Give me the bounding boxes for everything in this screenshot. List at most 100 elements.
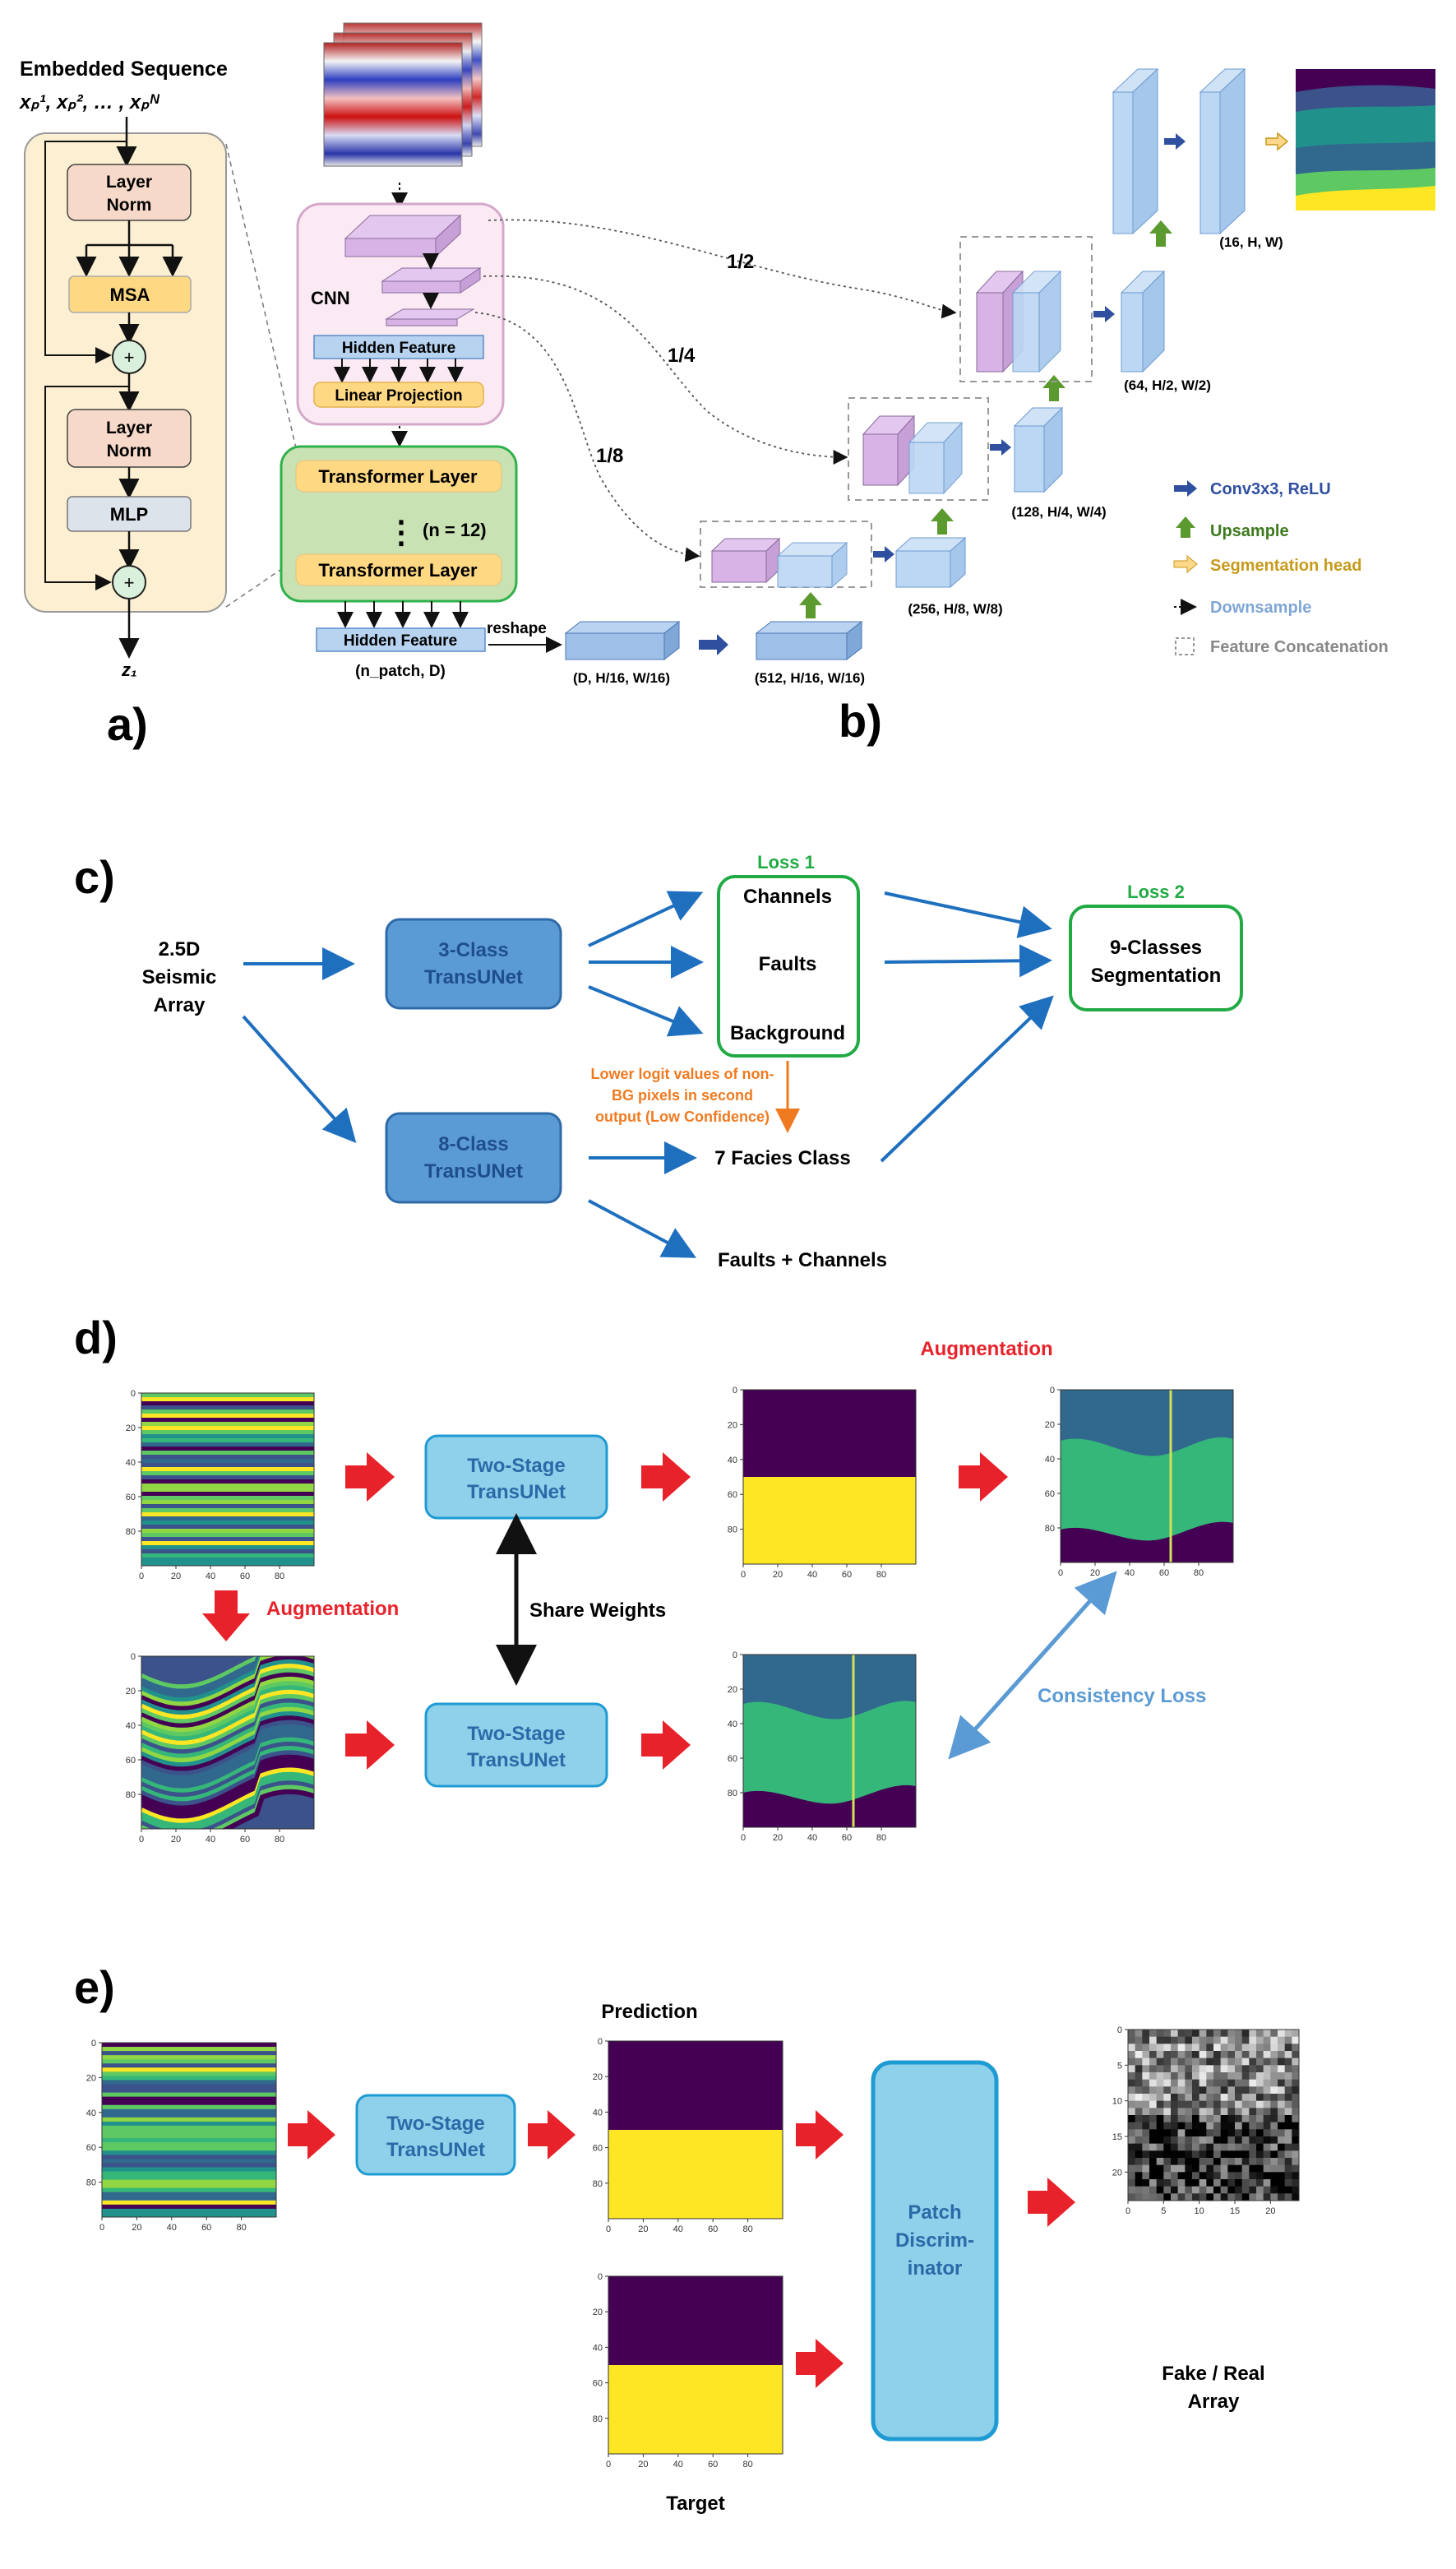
panel-label-c: c) (74, 851, 115, 903)
y-tick-label: 60 (593, 2379, 603, 2389)
y-tick-label: 20 (593, 2072, 603, 2082)
x-tick-label: 20 (1265, 2206, 1275, 2216)
two-stage-transunet-top (424, 1434, 608, 1520)
x-tick-label: 60 (842, 1833, 852, 1843)
layer-norm-1-label-2: Norm (107, 196, 152, 215)
x-tick-label: 20 (638, 2224, 648, 2234)
y-tick-label: 80 (126, 1527, 136, 1537)
x-tick-label: 20 (773, 1570, 783, 1580)
x-tick-label: 0 (99, 2223, 104, 2233)
panel-label-b: b) (839, 695, 882, 747)
x-tick-label: 15 (1230, 2206, 1240, 2216)
x-tick-label: 40 (1125, 1568, 1135, 1578)
y-tick-label: 0 (1050, 1386, 1055, 1396)
concat-1-4-blocks (862, 414, 964, 495)
layer-norm-2-label-2: Norm (107, 442, 152, 461)
skip-label-1-2: 1/2 (727, 251, 754, 273)
conv-arrow-5 (1164, 133, 1186, 150)
patch-discriminator-box (871, 2060, 999, 2442)
x-tick-label: 0 (606, 2460, 611, 2469)
decoder-block-16-b (1199, 67, 1246, 235)
prediction-label: Prediction (601, 2001, 697, 2023)
transformer-layer-top-label: Transformer Layer (318, 466, 478, 487)
shape-512-label: (512, H/16, W/16) (755, 670, 865, 686)
x-tick-label: 0 (1058, 1568, 1063, 1578)
shape-16-label: (16, H, W) (1219, 234, 1283, 250)
y-tick-label: 20 (728, 1685, 737, 1695)
x-tick-label: 60 (240, 1835, 250, 1845)
x-tick-label: 10 (1195, 2206, 1204, 2216)
y-tick-label: 0 (91, 2039, 96, 2048)
x-tick-label: 80 (1194, 1568, 1204, 1578)
legend-seghead-label: Segmentation head (1210, 557, 1361, 575)
legend-concat-label: Feature Concatenation (1210, 638, 1389, 656)
y-tick-label: 0 (733, 1386, 737, 1396)
legend-conv-icon (1174, 480, 1197, 497)
transformer-layer-bottom-label: Transformer Layer (318, 560, 478, 581)
shape-128-label: (128, H/4, W/4) (1011, 504, 1106, 520)
note-line-2: BG pixels in second (612, 1087, 753, 1104)
panel-label-a: a) (107, 698, 148, 750)
residual-add-2-label: + (124, 572, 135, 593)
y-tick-label: 40 (126, 1721, 136, 1731)
cnn-hidden-feature-label: Hidden Feature (342, 340, 455, 357)
linear-projection-label: Linear Projection (335, 387, 462, 405)
segmentation-output-image (1296, 69, 1435, 211)
x-tick-label: 80 (742, 2224, 752, 2234)
y-tick-label: 40 (1045, 1455, 1055, 1465)
transformer-layer-bottom-box (295, 553, 502, 586)
three-class-transunet-box (385, 918, 562, 1010)
x-tick-label: 80 (876, 1833, 886, 1843)
legend-upsample-icon (1176, 516, 1195, 538)
y-tick-label: 20 (86, 2073, 96, 2083)
transformer-layer-top-box (295, 460, 502, 493)
y-tick-label: 80 (1045, 1524, 1055, 1534)
cnn-label: CNN (311, 288, 350, 308)
upsample-arrow-3 (1042, 375, 1065, 401)
two-stage-transunet-bottom (424, 1702, 608, 1788)
decoder-block-128 (1013, 406, 1064, 493)
concat-1-2-blocks (975, 270, 1062, 373)
x-tick-label: 80 (275, 1835, 284, 1845)
x-tick-label: 40 (673, 2224, 683, 2234)
x-tick-label: 60 (201, 2223, 211, 2233)
eight-class-label-2: TransUNet (424, 1160, 523, 1183)
x-tick-label: 40 (673, 2460, 683, 2469)
y-tick-label: 15 (1112, 2132, 1122, 2142)
model-top-label-1: Two-Stage (467, 1455, 566, 1477)
red-arrows-e (288, 2110, 1075, 2388)
facies-label: 7 Facies Class (714, 1147, 850, 1169)
y-tick-label: 80 (593, 2179, 603, 2189)
shape-d-label: (D, H/16, W/16) (573, 670, 670, 686)
y-tick-label: 60 (728, 1754, 737, 1764)
panel-label-d: d) (74, 1312, 118, 1363)
x-tick-label: 0 (606, 2224, 611, 2234)
faults-channels-label: Faults + Channels (718, 1249, 887, 1271)
x-tick-label: 20 (1090, 1568, 1100, 1578)
x-tick-label: 80 (275, 1571, 284, 1581)
three-class-label-2: TransUNet (424, 966, 523, 988)
y-tick-label: 60 (593, 2144, 603, 2154)
model-top-label-2: TransUNet (467, 1481, 566, 1503)
y-tick-label: 80 (126, 1790, 136, 1800)
x-tick-label: 40 (807, 1570, 817, 1580)
y-tick-label: 20 (126, 1423, 136, 1433)
x-tick-label: 60 (240, 1571, 250, 1581)
x-tick-label: 40 (167, 2223, 177, 2233)
note-line-1: Lower logit values of non- (590, 1066, 774, 1082)
eight-class-label-1: 8-Class (438, 1133, 508, 1155)
y-tick-label: 80 (728, 1789, 737, 1798)
panel-label-e: e) (74, 1961, 115, 2013)
decoder-block-256 (894, 536, 967, 589)
decoder-block-512 (755, 620, 863, 661)
x-tick-label: 0 (139, 1835, 144, 1845)
y-tick-label: 80 (593, 2414, 603, 2424)
panel-c: c) 2.5D Seismic Array 3-Class TransUNet … (74, 851, 1243, 1271)
x-tick-label: 0 (741, 1833, 746, 1843)
reshape-label: reshape (487, 620, 547, 637)
x-tick-label: 80 (236, 2223, 246, 2233)
